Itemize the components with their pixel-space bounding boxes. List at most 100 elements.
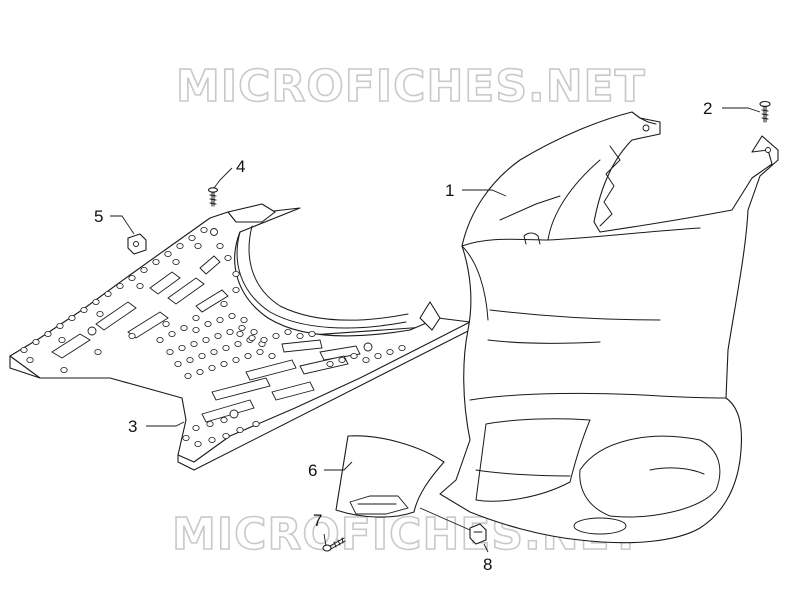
floor-hole [200,226,208,233]
floor-hole [152,258,160,265]
floor-hole [140,266,148,273]
floor-hole [210,348,218,355]
callout-4: 4 [236,157,245,176]
leader-lines [110,107,761,553]
floor-hole [206,420,214,427]
floor-hole [60,366,68,373]
floor-hole [194,242,202,249]
floor-hole [398,344,406,351]
floor-hole [166,348,174,355]
floor-hole [232,270,240,277]
floor-hole [58,336,66,343]
floor-hole [180,324,188,331]
floor-hole [272,332,280,339]
floor-hole [216,316,224,323]
floor-hole [284,328,292,335]
floor-hole [172,258,180,265]
floor-hole [220,360,228,367]
floor-hole [164,250,172,257]
part-6-flap [335,435,445,518]
floor-hole [162,320,170,327]
floor-hole [296,332,304,339]
floor-hole [174,360,182,367]
part-8-clip [469,523,487,545]
floor-hole [192,424,200,431]
floor-hole [240,316,248,323]
part-4-screw [207,187,219,207]
floor-hole [128,332,136,339]
floor-hole [224,254,232,261]
callout-1: 1 [445,181,454,200]
floor-hole [222,344,230,351]
floor-hole [216,242,224,249]
floor-hole [248,334,256,341]
floor-hole [226,328,234,335]
floor-hole [94,348,102,355]
floor-hole [386,348,394,355]
floor-hole [26,356,34,363]
floor-hole [238,324,246,331]
floor-hole [260,336,268,343]
floor-hole [244,352,252,359]
floor-hole [128,274,136,281]
floor-hole [194,440,202,447]
floor-hole [96,310,104,317]
floor-hole [20,346,28,353]
floor-hole [116,282,124,289]
floor-hole [222,432,230,439]
callout-5: 5 [94,207,103,226]
floor-hole [268,352,276,359]
floor-hole [196,368,204,375]
callout-7: 7 [313,511,322,530]
floor-hole [350,352,358,359]
callout-8: 8 [483,555,492,574]
floor-hole [228,312,236,319]
floor-hole [308,330,316,337]
floor-hole [220,300,228,307]
floor-hole [326,360,334,367]
part-2-screw [759,100,771,123]
part-7-screw [322,537,346,552]
floor-hole [190,340,198,347]
floor-hole [198,352,206,359]
floor-hole [232,286,240,293]
floor-hole [338,356,346,363]
floor-hole [208,436,216,443]
floor-hole [236,330,244,337]
floor-hole [256,348,264,355]
floor-hole [182,434,190,441]
floor-hole [178,344,186,351]
floor-hole [192,326,200,333]
floor-hole [68,314,76,321]
floor-hole [92,298,100,305]
floor-hole [204,320,212,327]
callout-6: 6 [308,461,317,480]
floor-hole [136,282,144,289]
floor-hole [32,338,40,345]
floor-hole [184,372,192,379]
floor-hole [252,420,260,427]
floor-hole [232,356,240,363]
floor-hole [44,330,52,337]
floor-hole [236,426,244,433]
floor-hole [202,336,210,343]
callout-2: 2 [703,99,712,118]
floor-hole [234,340,242,347]
floor-hole [188,234,196,241]
floor-hole [104,290,112,297]
callout-labels: 1 2 3 4 5 6 7 8 [94,99,712,574]
floor-hole [214,332,222,339]
part-1-leg-shield [439,111,779,544]
part-3-floor-plate [9,203,471,471]
floor-hole [362,356,370,363]
floor-hole [56,322,64,329]
watermark-top: MICROFICHES.NET [176,61,646,112]
floor-hole [156,336,164,343]
floor-hole [186,356,194,363]
floor-hole [220,416,228,423]
part-5-clip-nut [127,233,147,255]
floor-hole [374,352,382,359]
floor-hole [168,330,176,337]
floor-hole [80,306,88,313]
